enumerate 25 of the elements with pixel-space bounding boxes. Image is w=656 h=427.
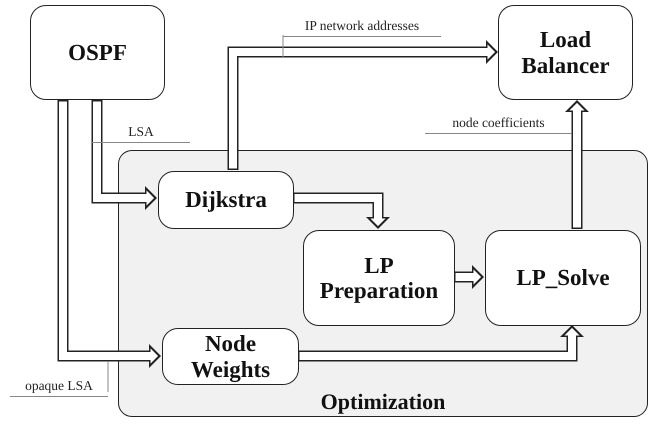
- node-label: Load Balancer: [520, 27, 611, 78]
- node-label: OSPF: [68, 40, 127, 66]
- edge-label: LSA: [92, 125, 190, 142]
- arrow: [58, 100, 161, 368]
- edge-label: node coefficients: [425, 116, 572, 134]
- process-box: [30, 5, 165, 100]
- process-box: [303, 230, 455, 326]
- node-label: Dijkstra: [185, 187, 267, 213]
- group-panel: [118, 150, 648, 417]
- process-box: [158, 171, 294, 229]
- process-box: [162, 328, 299, 385]
- arrow: [92, 100, 157, 210]
- arrow: [454, 265, 484, 289]
- group-title: Optimization: [320, 390, 446, 414]
- arrow: [228, 40, 498, 170]
- node-label: Node Weights: [190, 331, 272, 382]
- process-box: [485, 230, 641, 326]
- edge-label: IP network addresses: [283, 19, 441, 36]
- node-label: LP_Solve: [516, 265, 610, 291]
- process-box: [498, 5, 633, 100]
- arrow: [298, 325, 584, 362]
- edge-label: opaque LSA: [10, 379, 108, 396]
- arrow: [565, 100, 589, 229]
- arrow: [293, 192, 390, 229]
- node-label: LP Preparation: [318, 252, 440, 304]
